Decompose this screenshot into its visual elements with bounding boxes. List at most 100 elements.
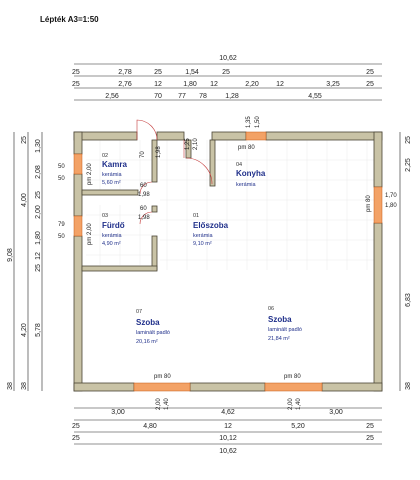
svg-text:9,10 m²: 9,10 m² [193, 241, 212, 247]
bottom-pm-right: pm 80 [284, 374, 301, 380]
kamra-door-swing [136, 119, 158, 141]
eloszoba-door2-w: 60 [140, 206, 147, 212]
left-dimensions: 9,08 38 4,00 4,20 38 25 1,30 2,08 25 2,0… [7, 132, 65, 391]
svg-text:06: 06 [268, 306, 274, 312]
top-win-h: 1,50 [255, 116, 261, 128]
top-dimensions: 10,62 25 2,78 25 1,54 25 25 25 2,76 12 1… [72, 55, 382, 101]
svg-text:Konyha: Konyha [236, 169, 266, 178]
room-label-szoba-07: 07 Szoba laminált padló 20,16 m² [136, 309, 170, 345]
furdo-win-w: 79 [58, 222, 65, 228]
konyha-door-h: 2,10 [193, 138, 199, 150]
windows [73, 131, 383, 392]
room-label-furdo: 03 Fürdő kerámia 4,90 m² [102, 213, 125, 247]
dim-bot-462: 4,62 [221, 409, 235, 416]
dim-left-908: 9,08 [7, 248, 14, 262]
dim-bot3-25a: 25 [72, 435, 80, 442]
bottom-pm-left: pm 80 [154, 374, 171, 380]
svg-text:Szoba: Szoba [136, 318, 160, 327]
svg-text:Előszoba: Előszoba [193, 221, 229, 230]
dim-bot-300b: 3,00 [329, 409, 343, 416]
svg-text:5,60 m²: 5,60 m² [102, 180, 121, 186]
dim-top-25c: 25 [222, 69, 230, 76]
scale-title: Lépték A3=1:50 [40, 15, 99, 24]
dim-bot2-520: 5,20 [291, 423, 305, 430]
top-win-w: 1,35 [246, 116, 252, 128]
dim-top2-12a: 12 [154, 81, 162, 88]
konyha-top-pm: pm 80 [238, 145, 255, 151]
dim-left-180: 1,80 [35, 231, 42, 245]
konyha-door-w: 1,25 [185, 138, 191, 150]
svg-text:20,16 m²: 20,16 m² [136, 339, 158, 345]
bot-win-left-h: 1,40 [164, 398, 170, 410]
dim-left-400: 4,00 [21, 193, 28, 207]
eloszoba-door2-h: 1,98 [138, 215, 150, 221]
dim-bot-300a: 3,00 [111, 409, 125, 416]
dim-bot3-25b: 25 [366, 435, 374, 442]
svg-text:07: 07 [136, 309, 142, 315]
svg-text:laminált padló: laminált padló [136, 330, 170, 336]
konyha-door-swing [183, 140, 213, 185]
dim-top3-256: 2,56 [105, 93, 119, 100]
svg-text:01: 01 [193, 213, 199, 219]
svg-text:kerámia: kerámia [102, 233, 123, 239]
bottom-left-window [133, 382, 191, 392]
bot-win-right-h: 1,40 [296, 398, 302, 410]
dim-left-38b: 38 [21, 382, 28, 390]
dim-top2-325: 3,25 [326, 81, 340, 88]
doors [136, 119, 213, 225]
dim-right-25: 25 [405, 136, 412, 144]
dim-top-25d: 25 [366, 69, 374, 76]
dim-right-38: 38 [405, 382, 412, 390]
bottom-dimensions: 3,00 4,62 3,00 25 4,80 12 5,20 25 25 10,… [72, 407, 382, 455]
dim-top2-12c: 12 [276, 81, 284, 88]
konyha-window [245, 131, 267, 141]
dim-top3-128: 1,28 [225, 93, 239, 100]
kamra-door-h: 1,98 [156, 146, 162, 158]
dim-total-top: 10,62 [219, 55, 237, 62]
dim-top2-12b: 12 [210, 81, 218, 88]
dim-bot-total: 10,62 [219, 448, 237, 455]
furdo-window [73, 215, 83, 237]
kamra-win-w: 50 [58, 164, 65, 170]
svg-text:kerámia: kerámia [193, 233, 214, 239]
svg-text:laminált padló: laminált padló [268, 327, 302, 333]
dim-top2-276: 2,76 [118, 81, 132, 88]
dim-left-578: 5,78 [35, 323, 42, 337]
dim-top3-78: 78 [199, 93, 207, 100]
right-dimensions: 2,25 6,83 38 25 1,70 1,80 [385, 132, 412, 391]
right-win-w: 1,70 [385, 193, 397, 199]
room-label-szoba-06: 06 Szoba laminált padló 21,84 m² [268, 306, 302, 342]
svg-text:21,84 m²: 21,84 m² [268, 336, 290, 342]
eloszoba-door1-w: 60 [140, 183, 147, 189]
kamra-win-h: 50 [58, 176, 65, 182]
furdo-pm: pm 2,00 [87, 223, 93, 245]
dim-right-683: 6,83 [405, 293, 412, 307]
bot-win-left-w: 2,00 [156, 398, 162, 410]
dim-top2-180: 1,80 [183, 81, 197, 88]
eloszoba-door-swing [139, 211, 153, 225]
dim-bot3-1012: 10,12 [219, 435, 237, 442]
dim-left-12: 12 [35, 252, 42, 260]
dim-left-38: 38 [7, 382, 14, 390]
dim-top3-455: 4,55 [308, 93, 322, 100]
dim-top3-77: 77 [178, 93, 186, 100]
bot-win-right-w: 2,00 [288, 398, 294, 410]
svg-text:4,90 m²: 4,90 m² [102, 241, 121, 247]
room-label-kamra: 02 Kamra kerámia 5,60 m² [102, 153, 127, 186]
dim-top2-25: 25 [72, 81, 80, 88]
bottom-right-window [264, 382, 323, 392]
room-label-eloszoba: 01 Előszoba kerámia 9,10 m² [193, 213, 229, 247]
room-label-konyha: 04 Konyha kerámia [236, 162, 266, 188]
dim-top-154: 1,54 [185, 69, 199, 76]
dim-top-25b: 25 [154, 69, 162, 76]
furdo-win-h: 50 [58, 234, 65, 240]
dim-left-200: 2,00 [35, 205, 42, 219]
svg-text:04: 04 [236, 162, 242, 168]
kamra-door-w: 70 [140, 151, 146, 158]
dim-bot2-480: 4,80 [143, 423, 157, 430]
svg-text:Szoba: Szoba [268, 315, 292, 324]
furdo-door-swing [139, 181, 153, 195]
dim-left-25b: 25 [35, 191, 42, 199]
dim-bot2-25b: 25 [366, 423, 374, 430]
